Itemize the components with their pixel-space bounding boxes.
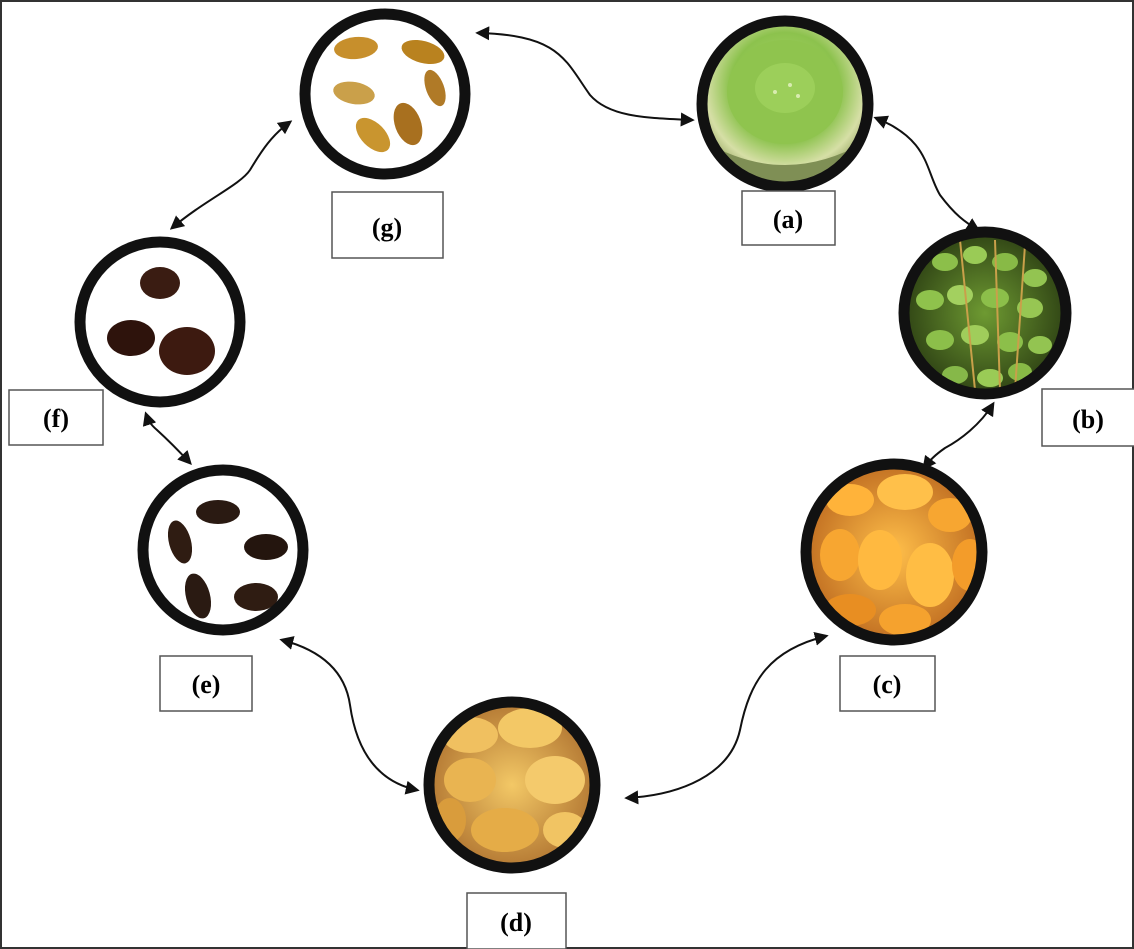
arrow-f-g [172,122,290,228]
arrow-a-b [876,118,978,230]
label-g: (g) [372,213,402,242]
arrow-c-d [627,636,826,798]
stage-d [429,702,595,868]
label-a-box: (a) [742,191,835,245]
label-d-box: (d) [467,893,566,949]
label-f: (f) [43,404,69,433]
label-b: (b) [1072,405,1104,434]
arrow-g-a [478,33,692,120]
stage-f [80,242,240,402]
arrow-b-c [924,404,993,468]
label-e-box: (e) [160,656,252,711]
arrow-d-e [282,640,417,790]
label-e: (e) [192,670,221,699]
label-c-box: (c) [840,656,935,711]
arrow-e-f [146,414,190,463]
label-f-box: (f) [9,390,103,445]
stage-a [702,21,868,190]
label-d: (d) [500,908,532,937]
stage-e [143,470,303,630]
label-a: (a) [773,205,803,234]
stage-b [904,232,1066,394]
stage-c [806,464,988,640]
stage-g [305,14,465,174]
label-c: (c) [873,670,902,699]
label-b-box: (b) [1042,389,1134,446]
label-g-box: (g) [332,192,443,258]
